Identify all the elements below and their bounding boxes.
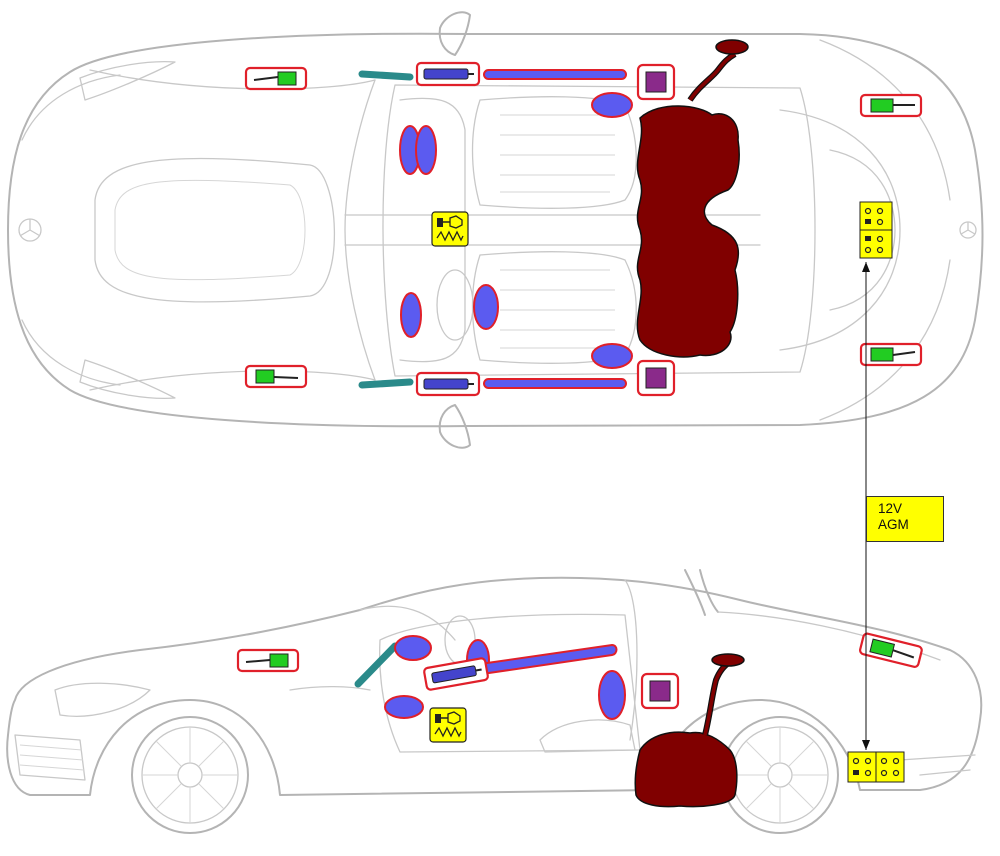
fuel-tank-side-view bbox=[634, 731, 738, 808]
gas-generator-icon bbox=[429, 707, 467, 743]
side-seat-back bbox=[624, 579, 638, 741]
side-seat-base bbox=[539, 719, 636, 753]
seatbelt-tensioner-left bbox=[636, 63, 676, 101]
battery-callout: 12V AGM bbox=[866, 496, 944, 542]
seatbelt-tensioner-side bbox=[640, 672, 680, 710]
top-view-body-outline bbox=[7, 32, 984, 428]
side-view bbox=[6, 569, 983, 834]
rear-fender-bottom bbox=[819, 259, 951, 421]
battery-icon bbox=[875, 751, 905, 783]
hood-line-upper bbox=[89, 69, 376, 90]
side-view-components bbox=[236, 632, 923, 808]
fuel-filler-top-view-inner bbox=[688, 52, 736, 101]
cockpit-rim bbox=[382, 84, 816, 377]
front-wheel bbox=[131, 716, 249, 834]
side-view-body-outline bbox=[6, 576, 983, 796]
roll-bar bbox=[684, 569, 719, 616]
battery-voltage-label: 12V bbox=[878, 501, 903, 516]
mercedes-star-icon bbox=[18, 218, 42, 242]
side-airbag-right bbox=[591, 343, 633, 369]
knee-airbag-right bbox=[400, 292, 422, 338]
high-strength-zone-rear-right bbox=[859, 342, 923, 367]
steering-wheel bbox=[436, 269, 474, 341]
steering-airbag bbox=[473, 284, 499, 330]
side-grille-slats bbox=[19, 744, 85, 771]
rollover-cylinder-right bbox=[415, 371, 481, 397]
battery-icon bbox=[859, 201, 893, 231]
fuel-cap-side-view bbox=[711, 653, 745, 667]
fuel-cap-top-view bbox=[715, 39, 749, 55]
rear-deck bbox=[779, 109, 901, 351]
hood-line-lower bbox=[89, 370, 376, 391]
gas-strut-right bbox=[358, 378, 414, 389]
mercedes-star-icon bbox=[959, 221, 977, 239]
rear-wheel bbox=[721, 716, 839, 834]
curtain-airbag-side bbox=[475, 643, 618, 676]
battery-icon bbox=[859, 229, 893, 259]
side-windshield bbox=[359, 605, 456, 641]
seatbelt-tensioner-right bbox=[636, 359, 676, 397]
rear-fender-top bbox=[819, 39, 951, 201]
high-strength-zone-side-front bbox=[236, 648, 300, 673]
front-airbag-passenger bbox=[415, 125, 437, 175]
high-strength-zone-front-right bbox=[244, 364, 308, 389]
fuel-tank-top-view bbox=[636, 105, 740, 358]
side-rear-diffuser bbox=[899, 754, 976, 776]
high-strength-zone-side-rear bbox=[859, 632, 923, 668]
fuel-filler-side-view-inner bbox=[703, 660, 731, 736]
front-grille-top bbox=[21, 74, 121, 141]
side-front-grille bbox=[14, 734, 86, 781]
rollover-cylinder-side bbox=[423, 657, 489, 691]
rollover-cylinder-left bbox=[415, 61, 481, 87]
gas-strut-left bbox=[358, 70, 414, 81]
seat-left-stitch bbox=[500, 114, 615, 193]
headlight-left bbox=[79, 60, 176, 101]
side-intake bbox=[289, 685, 371, 691]
hood-bulge-inner bbox=[114, 179, 306, 281]
gas-strut-side bbox=[354, 642, 399, 688]
curtain-airbag-left bbox=[483, 69, 627, 80]
seat-right-stitch bbox=[500, 269, 615, 349]
curtain-airbag-right bbox=[483, 378, 627, 389]
headlight-right bbox=[79, 359, 176, 400]
knee-airbag-side bbox=[384, 695, 424, 719]
high-strength-zone-front-left bbox=[244, 66, 308, 91]
hood-bulge bbox=[94, 157, 336, 303]
battery-icon bbox=[847, 751, 877, 783]
front-airbag-side bbox=[394, 635, 432, 661]
front-grille-bottom bbox=[21, 319, 121, 386]
gas-generator-icon bbox=[431, 211, 469, 247]
mirror-left bbox=[438, 11, 471, 56]
windshield-top bbox=[344, 79, 376, 381]
battery-type-label: AGM bbox=[878, 517, 909, 532]
high-strength-zone-rear-left bbox=[859, 93, 923, 118]
side-door bbox=[379, 613, 641, 753]
side-airbag-left bbox=[591, 92, 633, 118]
mirror-right bbox=[438, 404, 471, 449]
seat-left bbox=[471, 96, 637, 209]
side-headlight bbox=[54, 682, 151, 717]
side-airbag-seat bbox=[598, 670, 626, 720]
top-view-components bbox=[244, 39, 923, 397]
